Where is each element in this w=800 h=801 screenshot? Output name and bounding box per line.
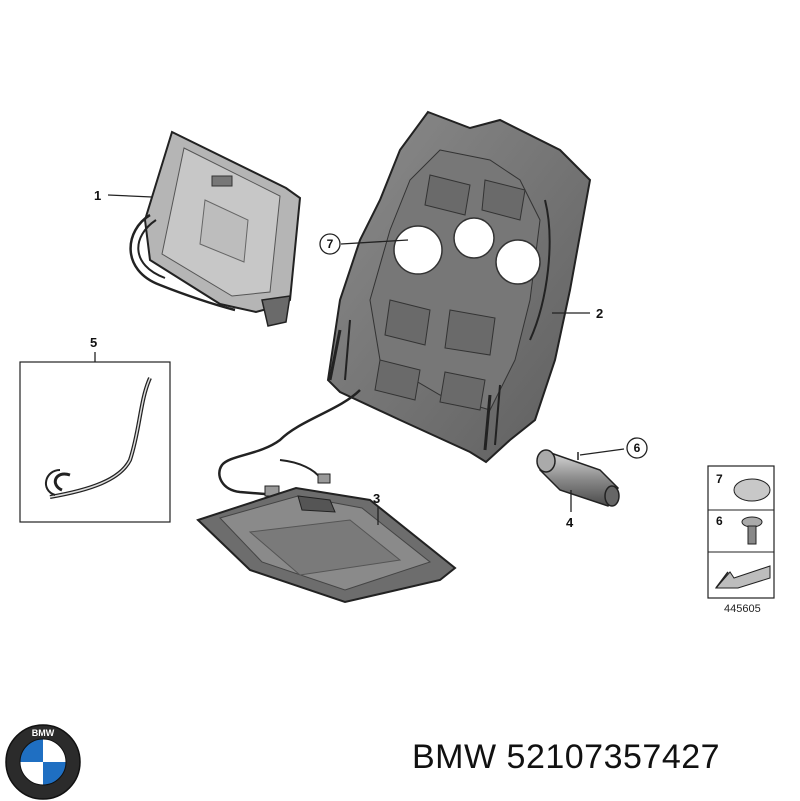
callout-1: 1 [94, 188, 101, 203]
legend-screw-icon [741, 516, 763, 545]
part-number: 52107357427 [506, 738, 721, 776]
brand-name: BMW [412, 738, 497, 776]
part-4-cylinder [536, 449, 620, 507]
part-3-seat-heater-mat [196, 486, 457, 604]
bmw-logo-lettering: BMW [32, 728, 55, 738]
legend-arrow-icon [714, 565, 771, 589]
legend-clip-icon [733, 478, 771, 502]
part-5-box [19, 361, 171, 523]
connecting-cable [218, 389, 361, 497]
part-number-caption: BMW 52107357427 [412, 738, 720, 777]
callout-4: 4 [566, 515, 574, 530]
bmw-logo: BMW [5, 724, 81, 800]
legend-item-6: 6 [716, 514, 723, 528]
legend-item-7: 7 [716, 472, 723, 486]
callout-2: 2 [596, 306, 603, 321]
callout-5: 5 [90, 335, 97, 350]
callout-6: 6 [634, 441, 641, 455]
part-1-heater-mat [129, 130, 302, 327]
callout-6-circle [626, 437, 648, 459]
callout-7-circle [319, 233, 341, 255]
fastener-legend: 7 6 445605 [707, 465, 775, 615]
part-2-backrest-frame [326, 110, 592, 464]
leader-lines [94, 194, 625, 525]
reference-number: 445605 [724, 603, 761, 615]
callout-3: 3 [373, 491, 380, 506]
callout-7: 7 [327, 237, 334, 251]
